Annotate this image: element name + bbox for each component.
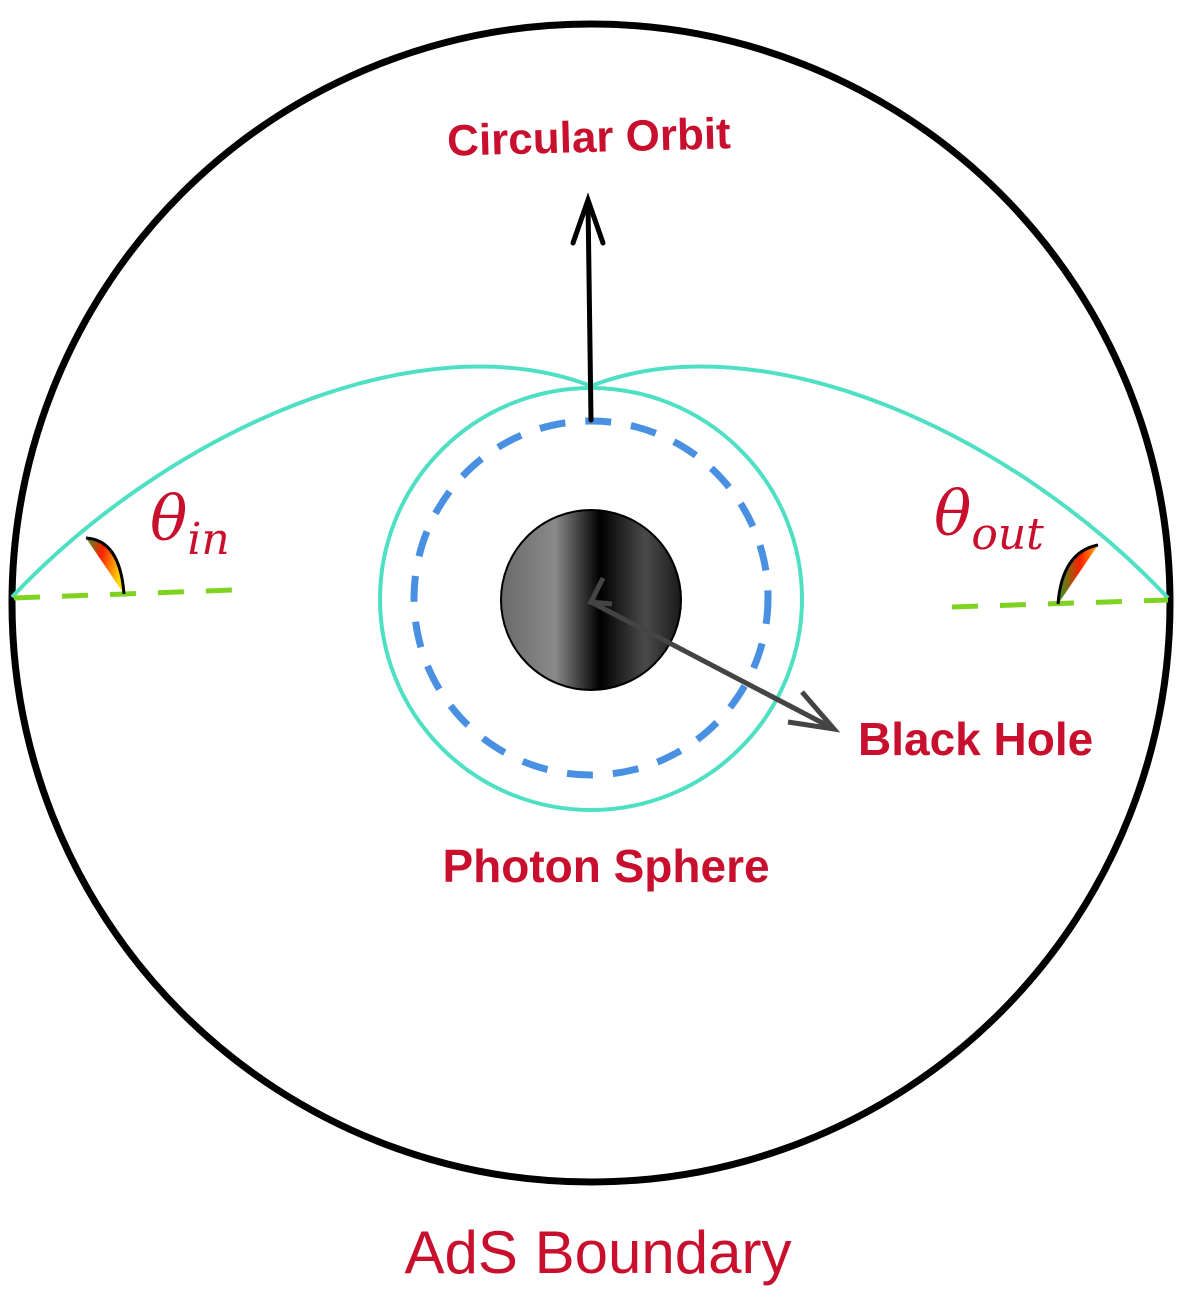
theta-out-label: θout: [934, 477, 1044, 560]
ads-boundary-label: AdS Boundary: [405, 1219, 792, 1286]
circular-orbit-arrow: [570, 192, 606, 423]
theta-in-angle-wedge: [86, 538, 124, 594]
reference-line-right: [951, 597, 1169, 610]
theta-out-angle-arc: [1056, 543, 1099, 605]
black-hole-label: Black Hole: [858, 713, 1093, 765]
ads-boundary-circle: [8, 20, 1174, 1186]
theta-out-angle-wedge: [1058, 545, 1098, 604]
circular-orbit-label: Circular Orbit: [447, 109, 732, 165]
theta-in-angle-arc: [85, 536, 126, 595]
outgoing-geodesic: [590, 364, 1170, 600]
black-hole-radius-arrow: [587, 576, 841, 733]
theta-in-label: θin: [150, 482, 230, 565]
photon-sphere-label: Photon Sphere: [442, 840, 769, 892]
incoming-geodesic: [10, 364, 592, 599]
